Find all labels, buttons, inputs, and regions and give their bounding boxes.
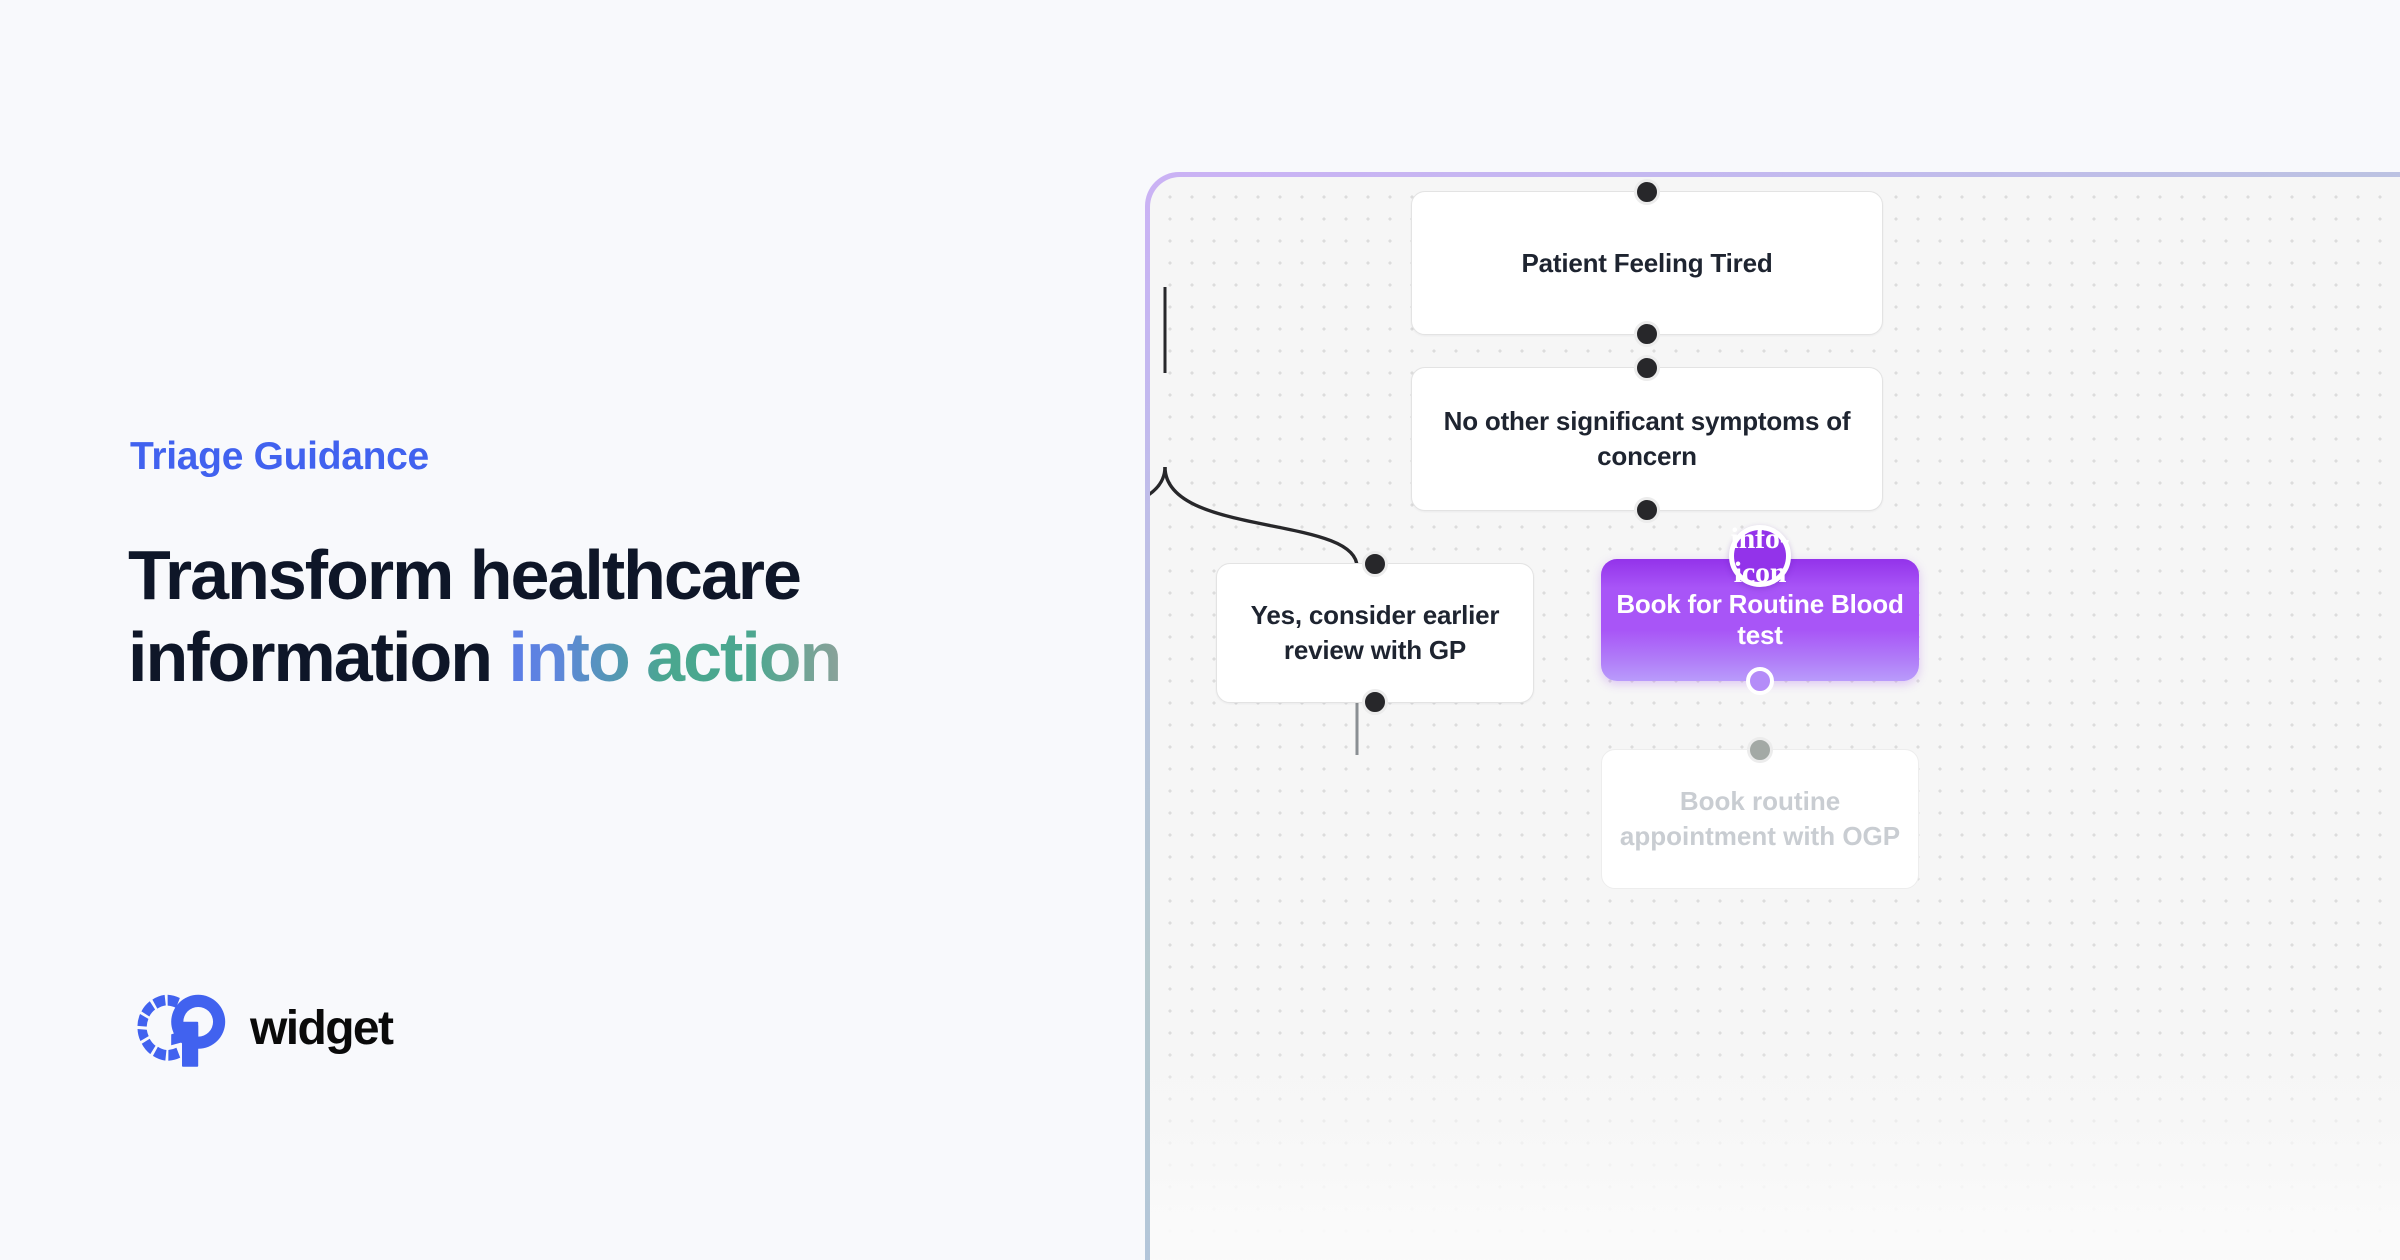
edge-n2-n3 [1150,466,1167,496]
node-handle-bottom[interactable] [1634,321,1660,347]
flow-node-label: Yes, consider earlier review with GP [1250,600,1500,665]
node-handle-bottom[interactable] [1746,667,1774,695]
flow-node-book-routine-appointment[interactable]: Book routine appointment with OGP [1601,737,1919,889]
node-handle-top[interactable] [1634,179,1660,205]
node-handle-bottom[interactable] [1634,497,1660,523]
info-icon[interactable]: info-icon [1729,522,1791,589]
page-title: Transform healthcare information into ac… [128,535,1108,699]
canvas-fade-overlay [1150,1042,2400,1260]
node-handle-top[interactable] [1362,551,1388,577]
triage-flow-canvas: Patient Feeling Tired No other significa… [1145,172,2400,1260]
brand-logo: widget [128,975,394,1083]
hero-panel: Triage Guidance Transform healthcare inf… [0,0,1150,1260]
flow-node-label: Book for Routine Blood test [1616,589,1904,650]
headline-line-1: Transform healthcare [128,536,802,614]
flow-canvas-inner[interactable]: Patient Feeling Tired No other significa… [1150,177,2400,1260]
flow-node-patient-feeling-tired[interactable]: Patient Feeling Tired [1411,179,1883,347]
flow-node-label: Book routine appointment with OGP [1619,786,1901,851]
node-handle-top[interactable] [1747,737,1773,763]
headline-accent: into action [508,617,842,696]
node-handle-top[interactable] [1634,355,1660,381]
edge-n2-n4 [1163,466,1359,568]
flow-node-no-other-symptoms[interactable]: No other significant symptoms of concern [1411,355,1883,523]
gp-logo-mark-icon [137,994,226,1067]
brand-wordmark: widget [250,1002,394,1055]
hero-eyebrow: Triage Guidance [130,435,429,478]
flow-node-book-routine-blood-test[interactable]: info-icon Book for Routine Blood test [1601,522,1919,695]
node-handle-bottom[interactable] [1362,689,1388,715]
flow-node-label: No other significant symptoms of concern [1443,406,1851,471]
flow-node-consider-earlier-review[interactable]: Yes, consider earlier review with GP [1216,551,1534,715]
flow-edges [1150,287,1359,755]
headline-line-2-plain: information [128,617,509,696]
flow-node-label: Patient Feeling Tired [1521,247,1773,278]
